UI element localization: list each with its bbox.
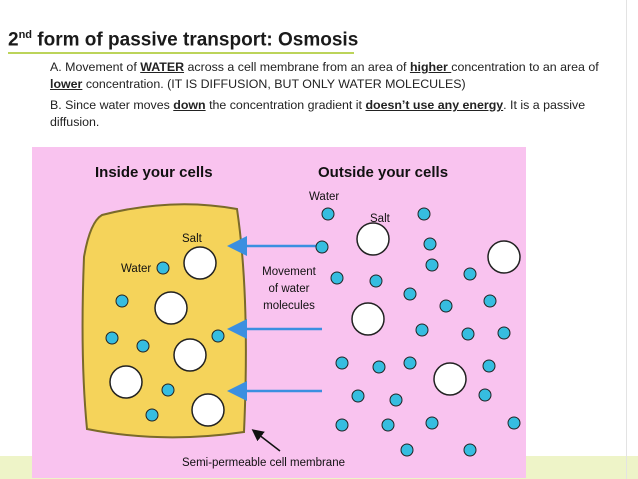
osmosis-diagram: Inside your cells Outside your cells Sal… bbox=[32, 147, 526, 478]
salt-molecule bbox=[173, 338, 207, 372]
water-molecule bbox=[415, 323, 429, 337]
water-molecule bbox=[425, 416, 439, 430]
movement-label-line-2: of water bbox=[269, 283, 310, 295]
water-molecule bbox=[161, 383, 175, 397]
water-molecule bbox=[478, 388, 492, 402]
water-molecule bbox=[403, 356, 417, 370]
movement-label-line-1: Movement bbox=[262, 266, 316, 278]
slide-title: 2nd form of passive transport: Osmosis bbox=[8, 29, 358, 51]
title-superscript: nd bbox=[18, 29, 33, 41]
water-molecule bbox=[497, 326, 511, 340]
title-underline bbox=[8, 52, 354, 54]
water-molecule bbox=[330, 271, 344, 285]
para-a-text-3: concentration to an area of bbox=[451, 60, 599, 74]
water-molecule bbox=[461, 327, 475, 341]
osmosis-diagram-svg: Inside your cells Outside your cells Sal… bbox=[81, 164, 521, 469]
water-molecule bbox=[439, 299, 453, 313]
label-salt-outside: Salt bbox=[370, 213, 391, 225]
outside-salt-molecules bbox=[351, 222, 521, 396]
water-molecule bbox=[482, 359, 496, 373]
water-molecule bbox=[400, 443, 414, 457]
salt-molecule bbox=[351, 302, 385, 336]
salt-molecule bbox=[487, 240, 521, 274]
water-molecule bbox=[463, 267, 477, 281]
water-molecule bbox=[483, 294, 497, 308]
water-molecule bbox=[115, 294, 129, 308]
paragraph-b: B. Since water moves down the concentrat… bbox=[50, 97, 620, 131]
water-molecule bbox=[105, 331, 119, 345]
para-a-text-1: A. Movement of bbox=[50, 60, 141, 74]
water-molecule bbox=[156, 261, 170, 275]
inside-water-molecules bbox=[105, 261, 225, 422]
movement-label: Movement of water molecules bbox=[262, 266, 316, 312]
water-molecule bbox=[145, 408, 159, 422]
water-molecule bbox=[381, 418, 395, 432]
label-water-outside: Water bbox=[309, 191, 339, 203]
water-molecule bbox=[335, 418, 349, 432]
para-a-keyword-water: WATER bbox=[140, 60, 185, 74]
water-molecule bbox=[372, 360, 386, 374]
water-molecule bbox=[423, 237, 437, 251]
salt-molecule bbox=[183, 246, 217, 280]
movement-arrows bbox=[227, 236, 322, 401]
water-molecule bbox=[425, 258, 439, 272]
water-molecule bbox=[389, 393, 403, 407]
salt-molecule bbox=[191, 393, 225, 427]
water-molecule bbox=[417, 207, 431, 221]
heading-inside: Inside your cells bbox=[95, 164, 213, 181]
para-a-text-4: concentration. (IT IS DIFFUSION, BUT ONL… bbox=[82, 77, 466, 91]
para-a-keyword-lower: lower bbox=[50, 77, 83, 91]
water-molecule bbox=[315, 240, 329, 254]
inside-salt-molecules bbox=[109, 246, 225, 427]
water-molecule bbox=[211, 329, 225, 343]
salt-molecule bbox=[154, 291, 188, 325]
para-a-text-2: across a cell membrane from an area of bbox=[184, 60, 410, 74]
water-molecule bbox=[507, 416, 521, 430]
title-number: 2 bbox=[8, 29, 19, 51]
salt-molecule bbox=[109, 365, 143, 399]
para-a-keyword-higher: higher bbox=[409, 60, 452, 74]
outside-water-molecules bbox=[315, 207, 521, 457]
water-molecule bbox=[321, 207, 335, 221]
para-b-keyword-no-energy: doesn’t use any energy bbox=[365, 98, 504, 112]
label-salt-inside: Salt bbox=[182, 233, 203, 245]
para-b-keyword-down: down bbox=[173, 98, 206, 112]
water-molecule bbox=[351, 389, 365, 403]
salt-molecule bbox=[433, 362, 467, 396]
para-b-text-2: the concentration gradient it bbox=[205, 98, 366, 112]
label-water-inside: Water bbox=[121, 263, 151, 275]
membrane-pointer-arrow bbox=[251, 429, 281, 452]
paragraph-a: A. Movement of WATER across a cell membr… bbox=[50, 59, 620, 93]
salt-molecule bbox=[356, 222, 390, 256]
water-molecule bbox=[463, 443, 477, 457]
heading-outside: Outside your cells bbox=[318, 164, 448, 181]
water-molecule bbox=[335, 356, 349, 370]
slide-edge-line bbox=[626, 0, 627, 479]
movement-label-line-3: molecules bbox=[263, 300, 315, 312]
water-molecule bbox=[369, 274, 383, 288]
title-text: form of passive transport: Osmosis bbox=[32, 29, 359, 51]
water-molecule bbox=[403, 287, 417, 301]
para-b-text-1: B. Since water moves bbox=[50, 98, 174, 112]
water-molecule bbox=[136, 339, 150, 353]
para-b-text-3: . It is a passive diffusion. bbox=[50, 98, 586, 129]
label-membrane: Semi-permeable cell membrane bbox=[182, 457, 345, 469]
